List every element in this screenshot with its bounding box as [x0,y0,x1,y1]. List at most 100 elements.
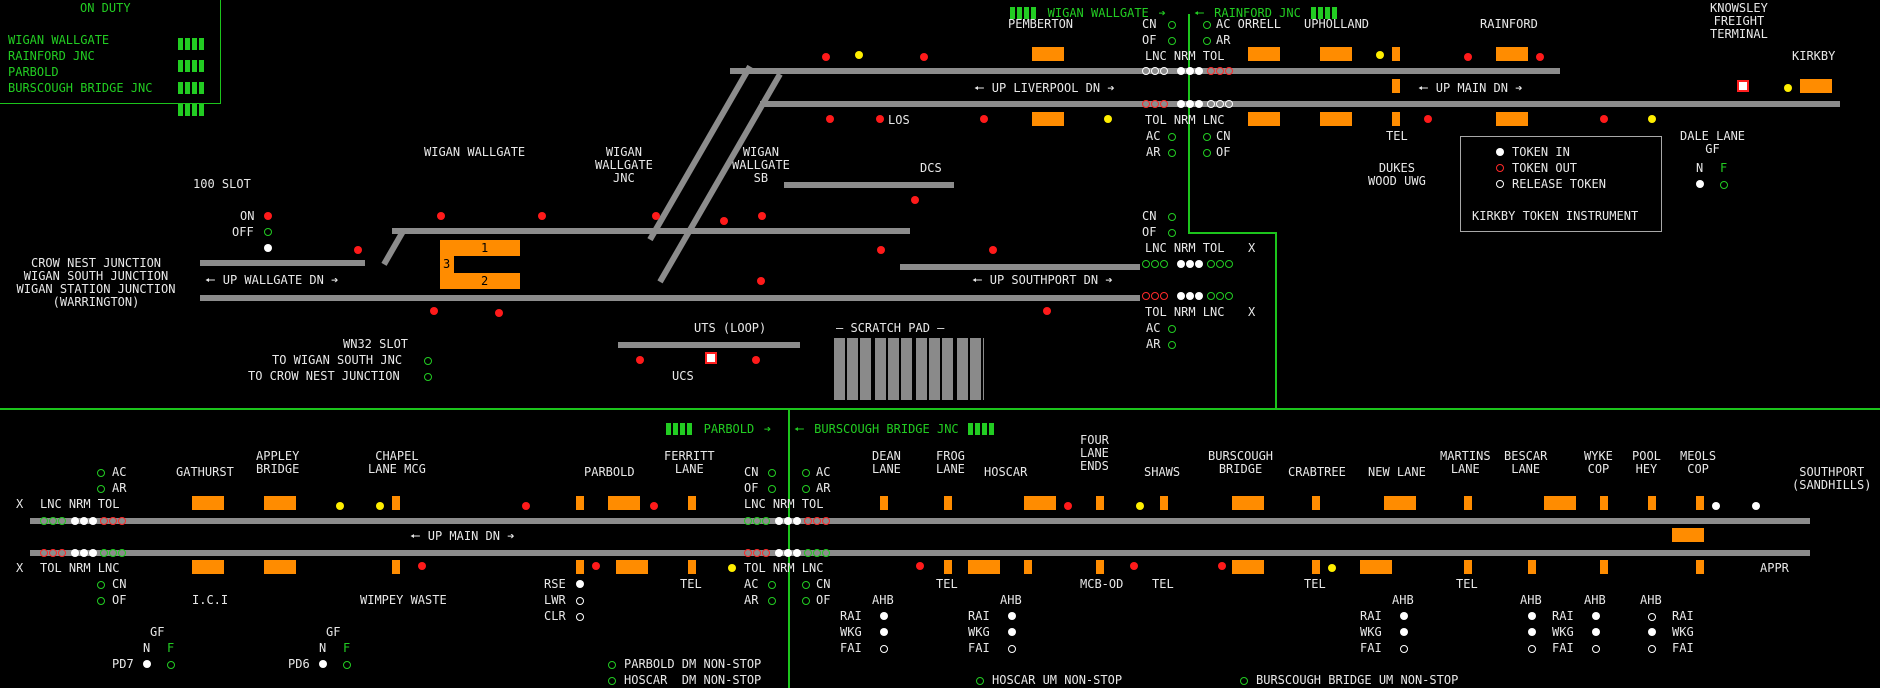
track-platform-loop[interactable] [392,228,648,234]
berth-wyke-dn[interactable] [1600,560,1608,574]
top-ar-indicator[interactable] [1168,149,1176,157]
berth-meols-dn[interactable] [1696,560,1704,574]
berth-crabtree-dn[interactable] [1312,560,1320,574]
ahb-5-rai-indicator[interactable] [1592,612,1600,620]
track-liverpool-dn[interactable] [760,101,1840,107]
dale-f-indicator[interactable] [1720,181,1728,189]
berth-rainford-dn[interactable] [1496,112,1528,126]
duty-burscough[interactable]: BURSCOUGH BRIDGE JNC [8,81,153,95]
ahb-5-fai-indicator[interactable] [1592,645,1600,653]
bottom-ac-3-indicator[interactable] [802,469,810,477]
signal-l4[interactable] [826,115,834,123]
bottom-ar-2-indicator[interactable] [768,597,776,605]
berth-burscough-up[interactable] [1232,496,1264,510]
ahb-2-fai-indicator[interactable] [1008,645,1016,653]
bottom-of-3-indicator[interactable] [802,597,810,605]
ac-orrell-indicator[interactable] [1203,21,1211,29]
platform-3-berth[interactable] [440,240,454,289]
berth-newlane-up[interactable] [1384,496,1416,510]
berth-pemberton-dn[interactable] [1032,112,1064,126]
signal-l12[interactable] [1600,115,1608,123]
signal-b8[interactable] [1064,502,1072,510]
track-bottom-up[interactable] [30,518,1810,524]
ahb-1-wkg-indicator[interactable] [880,628,888,636]
signal-b13[interactable] [916,562,924,570]
berth-parbold-up[interactable] [608,496,640,510]
track-kirkby[interactable] [1720,101,1840,107]
berth-ferritt-up[interactable] [688,496,696,510]
signal-l1[interactable] [822,53,830,61]
berth-crabtree-up[interactable] [1312,496,1320,510]
signal-b12[interactable] [1328,564,1336,572]
ar-indicator[interactable] [1203,37,1211,45]
signal-b9[interactable] [1136,502,1144,510]
signal-l10[interactable] [1536,53,1544,61]
token-block-1[interactable] [1142,67,1262,75]
signal-b11[interactable] [1218,562,1226,570]
signal-l9[interactable] [1464,53,1472,61]
scratch-pad-grid[interactable] [834,338,984,400]
track-bottom-dn[interactable] [30,550,1810,556]
crow-nest-indicator[interactable] [424,373,432,381]
right-cn-indicator[interactable] [1203,133,1211,141]
berth-hoscar-dn[interactable] [968,560,1000,574]
signal-w10[interactable] [989,246,997,254]
berth-bescar-dn[interactable] [1528,560,1536,574]
berth-shaws-up[interactable] [1160,496,1168,510]
signal-l8[interactable] [1376,51,1384,59]
track-dcs-siding[interactable] [784,182,954,188]
berth-small-1[interactable] [1392,47,1400,61]
berth-pool-up[interactable] [1648,496,1656,510]
top-ac-indicator[interactable] [1168,133,1176,141]
berth-frog-up[interactable] [944,496,952,510]
berth-kirkby[interactable] [1800,79,1832,93]
signal-l5[interactable] [876,115,884,123]
ahb-3-rai-indicator[interactable] [1400,612,1408,620]
bottom-ac-indicator[interactable] [97,469,105,477]
right-of-indicator[interactable] [1203,149,1211,157]
track-southport-dn[interactable] [650,295,1140,301]
burscough-um-indicator[interactable] [1240,677,1248,685]
slot-on-indicator[interactable] [264,212,272,220]
signal-b6[interactable] [728,564,736,572]
slot-off-indicator[interactable] [264,228,272,236]
berth-gathurst-dn[interactable] [192,560,224,574]
signal-b5[interactable] [418,562,426,570]
pd6-f-indicator[interactable] [343,661,351,669]
track-southport-up-e[interactable] [900,264,1140,270]
signal-b15[interactable] [1752,502,1760,510]
berth-newlane-dn[interactable] [1360,560,1392,574]
signal-w4[interactable] [430,307,438,315]
bottom-of-2-indicator[interactable] [768,485,776,493]
bottom-cn-2-indicator[interactable] [768,469,776,477]
bottom-ar-indicator[interactable] [97,485,105,493]
hoscar-um-indicator[interactable] [976,677,984,685]
berth-rainford-up[interactable] [1496,47,1528,61]
signal-b2[interactable] [376,502,384,510]
berth-appley-dn[interactable] [264,560,296,574]
signal-w13[interactable] [1043,307,1051,315]
ahb-2-rai-indicator[interactable] [1008,612,1016,620]
token-block-2[interactable] [1142,100,1262,108]
berth-chapel-dn[interactable] [392,560,400,574]
lwr-indicator[interactable] [576,597,584,605]
berth-orrell-up[interactable] [1248,47,1280,61]
ahb-6-fai-indicator[interactable] [1648,645,1656,653]
bottom-ar-3-indicator[interactable] [802,485,810,493]
signal-w16[interactable] [264,244,272,252]
mid-cn-indicator[interactable] [1168,213,1176,221]
mid-of-indicator[interactable] [1168,229,1176,237]
ahb-2-wkg-indicator[interactable] [1008,628,1016,636]
signal-w11[interactable] [877,246,885,254]
berth-parbold-dn-s[interactable] [576,560,584,574]
berth-gathurst-up[interactable] [192,496,224,510]
berth-parbold-up-s[interactable] [576,496,584,510]
pd7-f-indicator[interactable] [167,661,175,669]
token-block-3[interactable] [1142,260,1262,268]
ahb-4-fai-indicator-l[interactable] [1528,645,1536,653]
signal-l2[interactable] [855,51,863,59]
bottom-of-indicator[interactable] [97,597,105,605]
ahb-4-rai-indicator-l[interactable] [1528,612,1536,620]
token-block-b2[interactable] [40,549,140,557]
platform-2-berth[interactable] [454,273,520,289]
